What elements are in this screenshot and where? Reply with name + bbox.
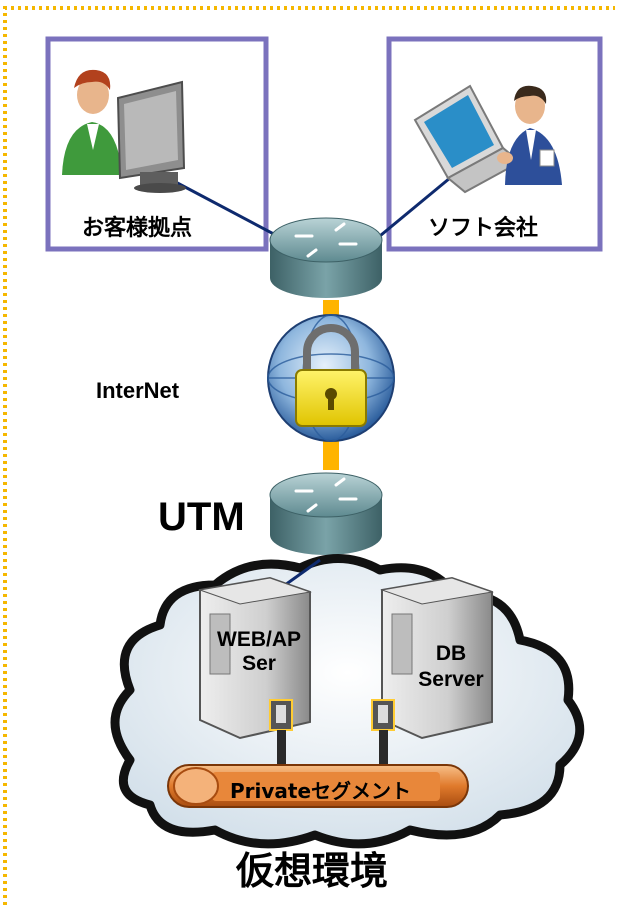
web-ap-server-label: WEB/AP Ser — [217, 628, 301, 675]
plug-connector-db — [371, 699, 395, 768]
router-icon-utm — [269, 472, 383, 555]
utm-cable — [284, 558, 321, 587]
dotted-frame — [3, 6, 615, 905]
router-icon-top — [269, 217, 383, 298]
tower-server-icon-db — [380, 576, 494, 740]
customer-site-label: お客様拠点 — [82, 216, 193, 241]
customer-cable — [167, 176, 286, 242]
db-server-label: DB Server — [418, 642, 484, 691]
utm-label: UTM — [158, 495, 245, 539]
tower-server-icon-web — [198, 576, 312, 740]
software-cable — [374, 176, 451, 242]
virtual-environment-label: 仮想環境 — [236, 849, 389, 893]
private-segment-label: Privateセグメント — [230, 779, 412, 803]
internet-label: InterNet — [96, 378, 180, 403]
private-segment-bar — [167, 764, 469, 808]
software-company-label: ソフト会社 — [428, 216, 539, 241]
globe-with-lock-icon — [267, 314, 395, 442]
user-at-desktop-icon — [62, 69, 186, 193]
user-with-laptop-icon — [413, 84, 562, 194]
plug-connector-web — [269, 699, 293, 768]
